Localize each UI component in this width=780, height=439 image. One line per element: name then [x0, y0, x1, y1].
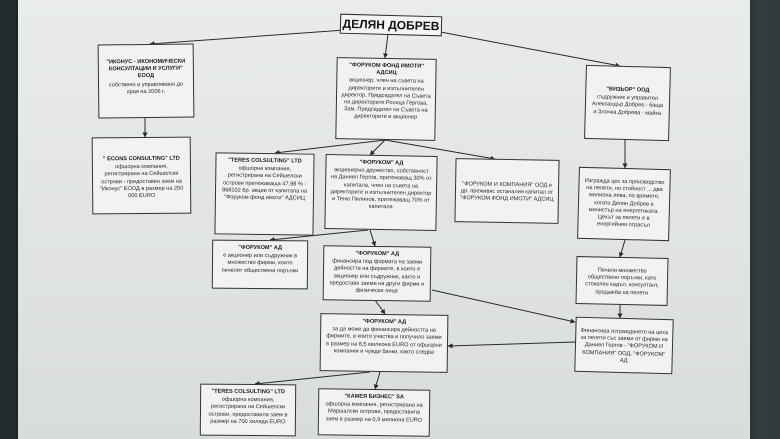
box-forum-fond-name: "ФОРУКОМ ФОНД ИМОТИ" АДСИЦ	[349, 62, 424, 77]
box-ikonus: "ИКОНУС - ИКОНОМИЧЕСКИ КОНСУЛТАЦИИ И УСЛ…	[97, 43, 195, 119]
box-vizor: "ВИЗЬОР" ООД съдружник и управител Алекс…	[584, 64, 671, 142]
chart-title: ДЕЛЯН ДОБРЕВ	[339, 13, 443, 37]
line-fond-forum-ad1	[369, 139, 386, 156]
box-forum-company-desc: "ФОРУКОМ И КОМПАНИЯ" ООД е др. преживяс …	[460, 181, 554, 204]
box-forum-ad2-name: "ФОРУКОМ" АД	[238, 244, 283, 252]
box-vizor-finance: Финансира изграждането на цеха за пелети…	[574, 316, 674, 375]
box-forum-ad1-desc: акционерно дружество, собственост на Дан…	[330, 167, 432, 211]
box-vizor-tenders: Печели множество обществени поръчки, кат…	[575, 256, 669, 306]
box-forum-fond-desc: акционер, член на съвета на директорите …	[341, 77, 431, 121]
line-title-forum-fond	[383, 33, 389, 59]
box-forum-ad3-name: "ФОРУКОМ" АД	[355, 250, 400, 258]
box-econs-desc: офшорна компания, регистрирана на Сейшел…	[99, 163, 184, 200]
line-ad3-finance	[431, 289, 576, 324]
box-kameya: "КАМЕЯ БИЗНЕС" SA офшорна компания, реги…	[317, 388, 431, 437]
line-ad4-teres2	[254, 371, 371, 387]
box-forum-company: "ФОРУКОМ И КОМПАНИЯ" ООД е др. преживяс …	[454, 158, 560, 224]
box-vizor-finance-desc: Финансира изграждането на цеха за пелети…	[580, 327, 669, 364]
box-econs-name: " ECONS CONSULTING" LTD	[102, 155, 180, 163]
box-forum-ad4: "ФОРУКОМ" АД за да може да финансира дей…	[319, 313, 449, 373]
box-teres2-name: "TERES COLSULTING" LTD	[211, 388, 285, 396]
box-forum-ad2-desc: е акционер или съдружник в множество фир…	[221, 252, 299, 274]
box-forum-ad1: "ФОРУКОМ" АД акционерно дружество, собст…	[324, 154, 438, 231]
box-forum-ad2: "ФОРУКОМ" АД е акционер или съдружник в …	[211, 239, 309, 290]
line-ad1-ad2	[269, 229, 369, 243]
line-ad4-kameya	[373, 371, 381, 390]
box-forum-ad3-desc: финансира под формата на заеми дейността…	[329, 258, 425, 295]
box-teres1: "TERES COLSULTING" LTD офшорна компания,…	[214, 152, 315, 236]
box-vizor-note: Изгражда цех за производство на пелети, …	[577, 166, 671, 242]
line-note-tenders	[618, 239, 626, 258]
line-ad3-ad4	[374, 299, 386, 315]
box-ikonus-desc: собствено и управлявано до края на 2006 …	[108, 81, 184, 96]
line-finance-ad4	[447, 341, 576, 349]
line-ad1-ad3	[369, 229, 377, 247]
line-title-vizor	[429, 29, 621, 68]
box-forum-ad4-desc: за да може да финансира дейността на фир…	[326, 326, 442, 356]
box-teres2-desc: офшорна компания, регистрирана на Сейшел…	[208, 396, 288, 426]
box-econs: " ECONS CONSULTING" LTD офшорна компания…	[91, 136, 192, 215]
box-kameya-desc: офшорна компания, регистрирана на Маршал…	[325, 401, 423, 424]
box-teres1-desc: офшорна компания, регистрирана на Сейшел…	[222, 165, 308, 202]
box-kameya-name: "КАМЕЯ БИЗНЕС" SA	[344, 393, 404, 401]
box-teres1-name: "TERES COLSULTING" LTD	[228, 157, 302, 165]
box-vizor-desc: съдружник и управител Александър Добрев …	[591, 94, 664, 117]
box-vizor-tenders-desc: Печели множество обществени поръчки, кат…	[585, 267, 659, 297]
line-fond-company	[384, 139, 496, 161]
line-fond-teres1	[274, 139, 386, 155]
box-forum-fond: "ФОРУКОМ ФОНД ИМОТИ" АДСИЦ акционер, чле…	[335, 57, 437, 141]
box-ikonus-name: "ИКОНУС - ИКОНОМИЧЕСКИ КОНСУЛТАЦИИ И УСЛ…	[106, 58, 186, 80]
box-vizor-note-desc: Изгражда цех за производство на пелети, …	[584, 177, 665, 229]
box-forum-ad3: "ФОРУКОМ" АД финансира под формата на за…	[322, 245, 432, 302]
line-title-ikonus	[149, 29, 346, 47]
box-teres2: "TERES COLSULTING" LTD офшорна компания,…	[199, 383, 297, 437]
